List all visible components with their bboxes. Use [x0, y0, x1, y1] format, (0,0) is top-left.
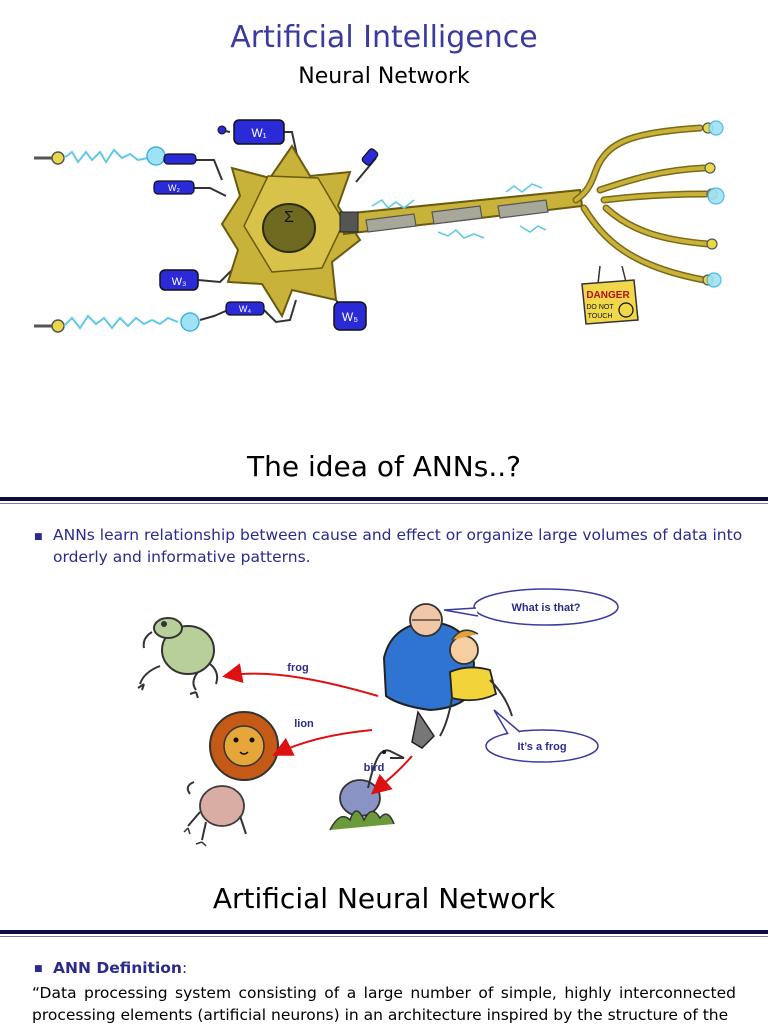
bullet-marker: ■ — [34, 964, 43, 974]
weight-w1: W₁ — [217, 119, 285, 145]
bubble-question: What is that? — [443, 588, 619, 626]
bubble-answer: It’s a frog — [485, 709, 599, 763]
svg-text:W₅: W₅ — [342, 310, 358, 324]
bird-illustration — [329, 749, 405, 831]
lion-illustration — [183, 711, 279, 847]
svg-text:W₄: W₄ — [239, 304, 251, 314]
slide-ann-definition: Artificial Neural Network ■ ANN Definiti… — [0, 880, 768, 1024]
weight-w4: W₄ — [225, 301, 265, 316]
label-frog: frog — [287, 662, 308, 674]
learning-illustration: frog lion bird What is that? It’s a frog — [137, 588, 619, 847]
arrow-to-lion — [272, 729, 373, 756]
arrow-to-bird — [370, 755, 413, 795]
slide-title: The idea of ANNs..? — [247, 450, 521, 483]
danger-sign: DANGER DO NOT TOUCH — [581, 265, 639, 325]
title-rule — [0, 497, 768, 501]
title-rule-thin — [0, 936, 768, 937]
weight-small-right — [361, 148, 379, 166]
slide-subtitle: Neural Network — [298, 64, 470, 89]
axon-terminals-fill — [574, 126, 710, 282]
weight-w3: W₃ — [159, 269, 199, 291]
svg-text:It’s a frog: It’s a frog — [517, 741, 566, 753]
title-rule-thin — [0, 503, 768, 504]
frog-illustration — [137, 617, 219, 699]
svg-text:W₁: W₁ — [251, 126, 266, 140]
svg-text:What is that?: What is that? — [511, 602, 580, 614]
axon — [339, 183, 584, 239]
bullet-marker: ■ — [34, 532, 43, 542]
arrow-to-frog — [222, 663, 379, 697]
svg-text:W₂: W₂ — [168, 183, 180, 193]
slide-title: Artificial Intelligence — [230, 20, 538, 55]
svg-text:Σ: Σ — [284, 209, 294, 226]
neuron-soma: Σ — [220, 144, 362, 319]
axon-terminals — [572, 124, 712, 284]
slide-title: Artificial Neural Network — [212, 882, 556, 915]
weight-small — [163, 153, 197, 165]
definition-paragraph: “Data processing system consisting of a … — [32, 984, 736, 1024]
input-wire-top — [34, 146, 166, 166]
svg-text:W₃: W₃ — [172, 276, 187, 288]
label-bird: bird — [364, 762, 385, 774]
title-rule — [0, 930, 768, 934]
slide-idea-of-anns: The idea of ANNs..? ■ ANNs learn relatio… — [0, 440, 768, 880]
weight-w5: W₅ — [333, 301, 367, 331]
definition-heading: ANN Definition: — [53, 959, 188, 977]
svg-text:DANGER: DANGER — [586, 290, 630, 301]
slide-neural-network: Artificial Intelligence Neural Network — [0, 0, 768, 440]
input-wire-bottom — [34, 312, 200, 333]
label-lion: lion — [294, 718, 314, 730]
svg-text:DO NOT: DO NOT — [586, 304, 614, 311]
nucleus — [262, 203, 316, 253]
weight-w2: W₂ — [153, 180, 195, 195]
bullet-text: ANNs learn relationship between cause an… — [53, 526, 743, 566]
man-and-child — [382, 603, 513, 749]
neuron-illustration: W₁ W₂ W₃ W₄ W₅ Σ — [34, 119, 725, 333]
svg-text:TOUCH: TOUCH — [588, 313, 613, 320]
